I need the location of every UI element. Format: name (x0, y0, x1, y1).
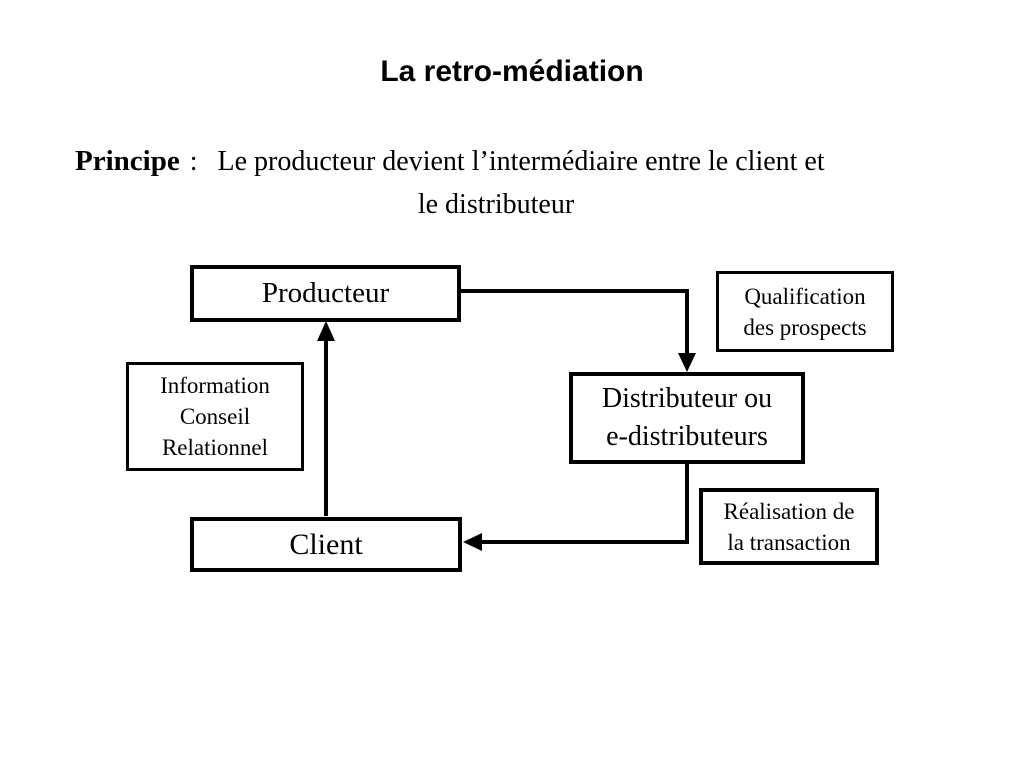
node-distributeur-label: Distributeur ou e-distributeurs (601, 383, 773, 452)
principle-text-line1: Le producteur devient l’intermédiaire en… (217, 146, 825, 177)
arrowhead-up-producteur (317, 321, 335, 341)
node-information: Information Conseil Relationnel (126, 362, 304, 471)
arrow-distributeur-to-client (480, 462, 689, 544)
node-qualification-label: Qualification des prospects (743, 283, 867, 340)
node-producteur-label: Producteur (261, 277, 390, 309)
arrow-producteur-to-distributeur (461, 289, 689, 356)
node-client-label: Client (289, 527, 363, 561)
principle-text-line2: le distributeur (417, 189, 575, 220)
node-qualification: Qualification des prospects (716, 271, 894, 352)
principle-separator: : (189, 146, 198, 177)
node-distributeur: Distributeur ou e-distributeurs (569, 372, 805, 464)
principle-line1: Principe: Le producteur devient l’intermé… (75, 140, 917, 183)
principle-block: Principe: Le producteur devient l’intermé… (75, 140, 917, 226)
principle-label: Principe (75, 145, 180, 177)
node-realisation-label: Réalisation de la transaction (723, 498, 855, 555)
arrowhead-left-client (463, 533, 482, 551)
node-producteur: Producteur (190, 265, 461, 322)
node-realisation: Réalisation de la transaction (699, 488, 879, 565)
node-information-label: Information Conseil Relationnel (160, 373, 270, 460)
slide-title: La retro-médiation (380, 55, 644, 88)
arrowhead-down-distributeur (678, 353, 696, 372)
node-client: Client (190, 517, 462, 572)
